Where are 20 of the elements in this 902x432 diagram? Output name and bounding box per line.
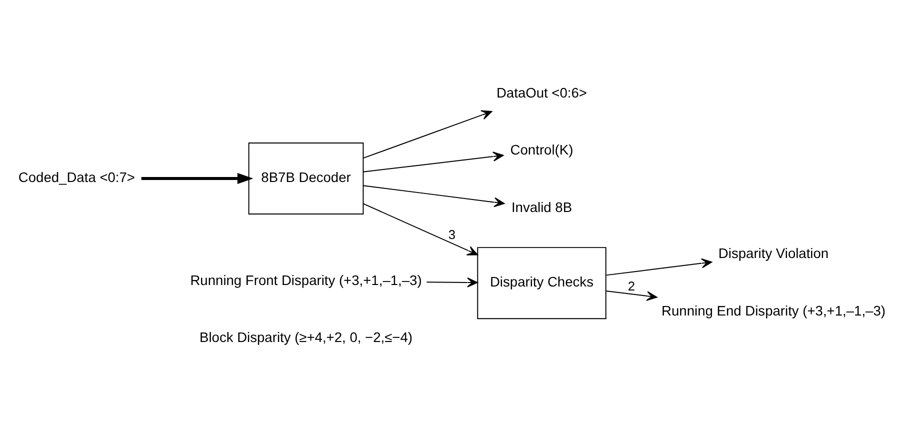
node-box: 8B7B Decoder	[248, 142, 364, 215]
node-text: Coded_Data <0:7>	[18, 170, 136, 186]
edge-label: 2	[628, 278, 636, 294]
node-text: Running Front Disparity (+3,+1,–1,–3)	[190, 272, 422, 288]
edge-label: 3	[448, 227, 456, 242]
node-text: Disparity Violation	[718, 246, 829, 262]
arrow	[362, 185, 505, 208]
arrow	[606, 290, 658, 301]
node-text: Running End Disparity (+3,+1,–1,–3)	[662, 303, 886, 318]
node-text: Invalid 8B	[511, 200, 572, 215]
arrow	[141, 172, 254, 184]
arrow	[362, 110, 492, 159]
arrow	[362, 203, 478, 256]
arrow	[606, 258, 712, 276]
arrow	[426, 278, 478, 288]
node-text: Control(K)	[510, 142, 574, 158]
arrow	[362, 152, 504, 172]
label: Block Disparity (≥+4,+2, 0, −2,≤−4)	[200, 330, 413, 345]
node-box: Disparity Checks	[477, 247, 606, 320]
node-text: DataOut <0:6>	[496, 85, 587, 100]
